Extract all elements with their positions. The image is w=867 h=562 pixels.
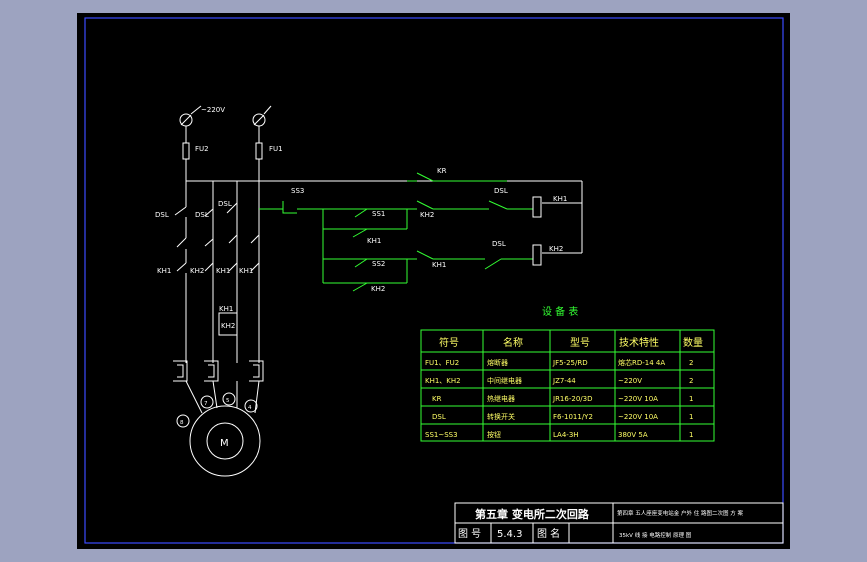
dsl-label-rung2: DSL bbox=[492, 240, 506, 248]
table-header-model: 型号 bbox=[570, 336, 590, 349]
table-row: KH1、KH2 中间继电器 JZ7-44 ~220V 2 bbox=[425, 376, 693, 385]
svg-text:热继电器: 热继电器 bbox=[487, 394, 515, 403]
coil-kh1-label: KH1 bbox=[553, 195, 567, 203]
contactor-label-4: KH1 bbox=[239, 267, 253, 275]
svg-text:~220V 10A: ~220V 10A bbox=[618, 413, 658, 421]
drawing-description: 第四章 五人座座变电站金 户外 住 路图二次图 方 案 bbox=[617, 509, 743, 517]
stop-button-label: SS3 bbox=[291, 187, 304, 195]
chapter-title: 第五章 变电所二次回路 bbox=[475, 507, 590, 521]
table-header-symbol: 符号 bbox=[439, 336, 459, 349]
motor-label: M bbox=[220, 438, 229, 449]
svg-text:KR: KR bbox=[432, 395, 442, 403]
svg-text:KH1、KH2: KH1、KH2 bbox=[425, 377, 461, 385]
drawing-sheet: ~220V FU2 FU1 DSL DSL DSL KH1 KH2 KH1 KH… bbox=[77, 13, 790, 549]
thermal-element-1 bbox=[173, 360, 188, 382]
motor-outer bbox=[189, 405, 261, 477]
switch-label-2: DSL bbox=[195, 211, 209, 219]
drawing-name-label: 图 名 bbox=[537, 527, 560, 540]
table-header-qty: 数量 bbox=[683, 336, 703, 349]
svg-text:1: 1 bbox=[689, 395, 693, 403]
svg-text:转换开关: 转换开关 bbox=[487, 412, 515, 421]
drawing-no: 5.4.3 bbox=[497, 529, 522, 540]
table-row: KR 热继电器 JR16-20/3D ~220V 10A 1 bbox=[432, 394, 693, 403]
kh2-interlock-label: KH2 bbox=[420, 211, 434, 219]
terminal-7: 7 bbox=[204, 401, 208, 407]
circuit-drawing: ~220V FU2 FU1 DSL DSL DSL KH1 KH2 KH1 KH… bbox=[84, 17, 784, 544]
svg-text:中间继电器: 中间继电器 bbox=[487, 376, 522, 385]
equipment-table-title: 设 备 表 bbox=[542, 305, 578, 318]
svg-text:2: 2 bbox=[689, 359, 693, 367]
kr-label: KR bbox=[437, 167, 447, 175]
svg-text:熔断器: 熔断器 bbox=[487, 358, 508, 367]
svg-text:F6-1011/Y2: F6-1011/Y2 bbox=[553, 413, 593, 421]
equipment-table bbox=[420, 329, 715, 442]
svg-text:按钮: 按钮 bbox=[487, 430, 501, 439]
table-row: FU1、FU2 熔断器 JF5-25/RD 熔芯RD-14 4A 2 bbox=[425, 358, 693, 367]
contactor-label-1: KH1 bbox=[157, 267, 171, 275]
table-row: SS1~SS3 按钮 LA4-3H 380V 5A 1 bbox=[425, 430, 693, 439]
svg-text:2: 2 bbox=[689, 377, 693, 385]
svg-text:FU1、FU2: FU1、FU2 bbox=[425, 359, 459, 367]
svg-text:380V 5A: 380V 5A bbox=[618, 431, 648, 439]
fuse-fu1 bbox=[255, 142, 263, 160]
thermal-element-3 bbox=[249, 360, 264, 382]
svg-text:1: 1 bbox=[689, 413, 693, 421]
aux-label-kh1: KH1 bbox=[219, 305, 233, 313]
kh1-interlock-label: KH1 bbox=[432, 261, 446, 269]
switch-label-3: DSL bbox=[218, 200, 232, 208]
fuse-fu2 bbox=[182, 142, 190, 160]
terminal-5: 5 bbox=[226, 398, 230, 404]
svg-text:~220V 10A: ~220V 10A bbox=[618, 395, 658, 403]
coil-kh2 bbox=[532, 244, 542, 266]
drawing-name: 35kV 线 接 电路控制 原理 图 bbox=[619, 531, 692, 539]
table-row: DSL 转换开关 F6-1011/Y2 ~220V 10A 1 bbox=[432, 412, 693, 421]
ss1-label: SS1 bbox=[372, 210, 385, 218]
svg-text:JF5-25/RD: JF5-25/RD bbox=[552, 359, 588, 367]
svg-text:~220V: ~220V bbox=[618, 377, 642, 385]
fuse-label-fu1: FU1 bbox=[269, 145, 283, 153]
fuse-label-fu2: FU2 bbox=[195, 145, 209, 153]
inner-frame bbox=[84, 17, 784, 544]
coil-kh1 bbox=[532, 196, 542, 218]
motor-inner bbox=[206, 422, 244, 460]
terminal-4: 4 bbox=[248, 405, 252, 411]
dsl-label-rung1: DSL bbox=[494, 187, 508, 195]
svg-text:1: 1 bbox=[689, 431, 693, 439]
aux-contact-box bbox=[218, 312, 238, 336]
svg-text:JZ7-44: JZ7-44 bbox=[552, 377, 576, 385]
switch-label-1: DSL bbox=[155, 211, 169, 219]
thermal-element-2 bbox=[204, 360, 219, 382]
kh1-contact-label: KH1 bbox=[367, 237, 381, 245]
svg-text:JR16-20/3D: JR16-20/3D bbox=[552, 395, 592, 403]
stop-button-ss3 bbox=[282, 201, 297, 214]
terminal-8: 8 bbox=[180, 420, 184, 426]
table-header-spec: 技术特性 bbox=[619, 336, 659, 349]
kh2-contact-label: KH2 bbox=[371, 285, 385, 293]
svg-text:DSL: DSL bbox=[432, 413, 446, 421]
contactor-label-2: KH2 bbox=[190, 267, 204, 275]
ss2-label: SS2 bbox=[372, 260, 385, 268]
drawing-no-label: 图 号 bbox=[458, 528, 481, 540]
svg-text:熔芯RD-14 4A: 熔芯RD-14 4A bbox=[618, 358, 665, 367]
table-header-name: 名称 bbox=[503, 336, 523, 349]
coil-kh2-label: KH2 bbox=[549, 245, 563, 253]
aux-label-kh2: KH2 bbox=[221, 322, 235, 330]
supply-label: ~220V bbox=[201, 106, 225, 114]
svg-text:SS1~SS3: SS1~SS3 bbox=[425, 431, 458, 439]
svg-text:LA4-3H: LA4-3H bbox=[553, 431, 579, 439]
contactor-label-3: KH1 bbox=[216, 267, 230, 275]
